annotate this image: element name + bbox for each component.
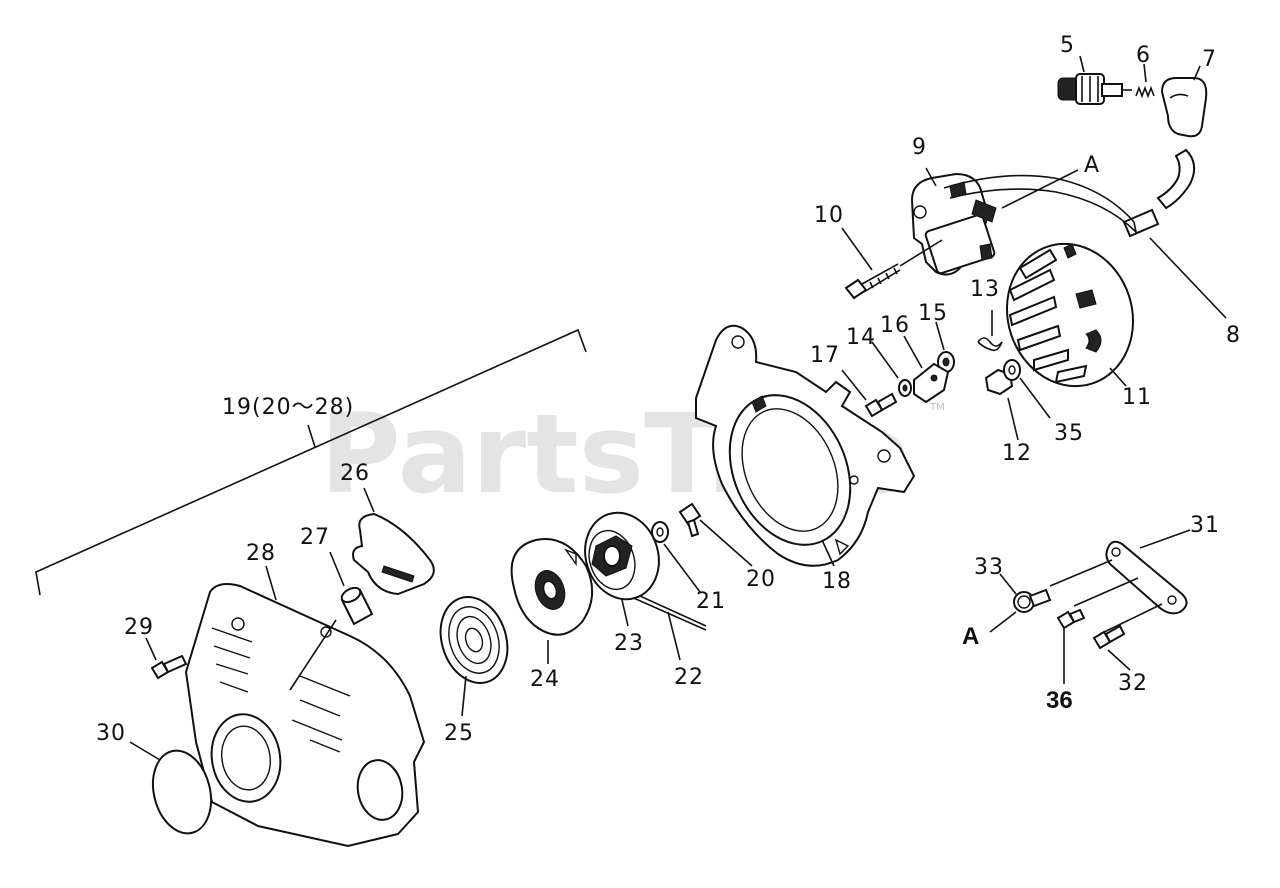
part-31-bracket[interactable]	[1049, 529, 1191, 635]
label-26[interactable]: 26	[340, 461, 370, 486]
label-9[interactable]: 9	[912, 135, 927, 160]
label-29[interactable]: 29	[124, 615, 154, 640]
label-ref-a-bottom: A	[962, 623, 979, 650]
label-19[interactable]: 19(20～28)	[222, 395, 354, 420]
part-24-pulley[interactable]	[510, 538, 593, 664]
part-28-fan-housing[interactable]	[184, 565, 426, 848]
label-14[interactable]: 14	[846, 325, 876, 350]
label-10[interactable]: 10	[814, 203, 844, 228]
label-28[interactable]: 28	[246, 541, 276, 566]
part-9-ignition-coil[interactable]	[910, 167, 1138, 276]
part-17-bolt[interactable]	[841, 369, 898, 418]
label-13[interactable]: 13	[970, 277, 1000, 302]
label-23[interactable]: 23	[614, 631, 644, 656]
part-number-labels: 5 6 7 8 9 10 11 12 13 14 15 16 17 18 19(…	[96, 33, 1241, 746]
label-18[interactable]: 18	[822, 569, 852, 594]
label-36[interactable]: 36	[1046, 687, 1073, 714]
group-bracket-19	[35, 328, 587, 596]
part-29-screw[interactable]	[145, 637, 188, 680]
part-8-lead-wire[interactable]	[1122, 148, 1227, 319]
part-35-clip[interactable]	[1003, 359, 1051, 419]
label-30[interactable]: 30	[96, 721, 126, 746]
part-30-cover-plate[interactable]	[129, 741, 219, 840]
label-22[interactable]: 22	[674, 665, 704, 690]
label-21[interactable]: 21	[696, 589, 726, 614]
part-33-bolt[interactable]	[989, 573, 1052, 633]
label-20[interactable]: 20	[746, 567, 776, 592]
ref-a-top-leader	[1001, 169, 1079, 209]
label-33[interactable]: 33	[974, 555, 1004, 580]
label-31[interactable]: 31	[1190, 513, 1220, 538]
label-ref-a-top: A	[1084, 153, 1100, 178]
label-8[interactable]: 8	[1226, 323, 1241, 348]
label-6[interactable]: 6	[1136, 43, 1151, 68]
part-6-terminal-spring[interactable]	[1135, 63, 1155, 99]
part-20-bolt[interactable]	[678, 502, 753, 567]
part-23-rope-reel[interactable]	[574, 503, 670, 627]
part-5-spark-plug[interactable]	[1057, 55, 1132, 105]
part-21-washer[interactable]	[651, 521, 701, 593]
part-13-pawl-spring[interactable]	[977, 310, 1003, 352]
watermark-tm: TM	[929, 402, 945, 413]
label-16[interactable]: 16	[880, 313, 910, 338]
label-27[interactable]: 27	[300, 525, 330, 550]
part-25-recoil-spring[interactable]	[430, 588, 518, 717]
label-12[interactable]: 12	[1002, 441, 1032, 466]
label-24[interactable]: 24	[530, 667, 560, 692]
label-25[interactable]: 25	[444, 721, 474, 746]
part-16-pawl[interactable]	[903, 335, 950, 404]
part-10-screw[interactable]	[841, 227, 943, 300]
label-17[interactable]: 17	[810, 343, 840, 368]
label-32[interactable]: 32	[1118, 671, 1148, 696]
label-35[interactable]: 35	[1054, 421, 1084, 446]
part-15-nut[interactable]	[935, 321, 955, 373]
part-7-plug-cap[interactable]	[1160, 65, 1208, 138]
part-14-washer[interactable]	[871, 341, 912, 397]
part-11-flywheel[interactable]	[989, 227, 1151, 402]
label-11[interactable]: 11	[1122, 385, 1152, 410]
part-36-screw[interactable]	[1056, 608, 1086, 684]
label-15[interactable]: 15	[918, 301, 948, 326]
label-7[interactable]: 7	[1202, 47, 1217, 72]
label-5[interactable]: 5	[1060, 33, 1075, 58]
part-26-starter-handle[interactable]	[352, 487, 435, 596]
part-18-starter-case[interactable]	[695, 324, 916, 567]
part-32-screw[interactable]	[1092, 624, 1131, 671]
part-27-grommet[interactable]	[329, 551, 374, 626]
